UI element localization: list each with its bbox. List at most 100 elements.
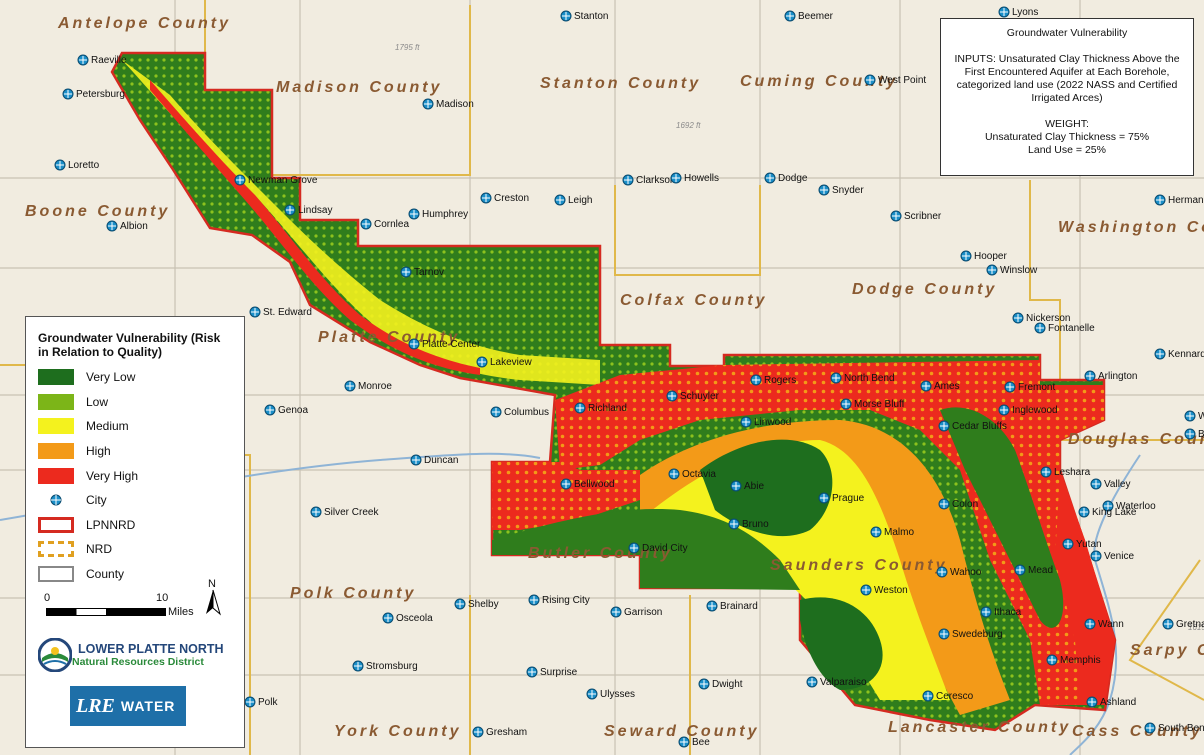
city-marker: Humphrey [408, 208, 468, 220]
city-label: Lyons [1012, 7, 1038, 18]
city-marker: Waterloo [1102, 500, 1156, 512]
city-marker: Monroe [344, 380, 392, 392]
city-label: Rising City [542, 595, 590, 606]
city-label: Ithaca [994, 607, 1022, 618]
city-label: Garrison [624, 607, 662, 618]
city-marker: North Bend [830, 372, 895, 384]
north-label: N [208, 578, 216, 591]
city-marker: Ashland [1086, 696, 1136, 708]
legend-label: NRD [86, 542, 112, 557]
city-label: Hooper [974, 251, 1007, 262]
city-marker: Bruno [728, 518, 769, 530]
county-label: Douglas County [1068, 431, 1204, 448]
city-label: Platte Center [422, 339, 481, 350]
city-marker: Herman [1154, 194, 1204, 206]
city-label: Morse Bluff [854, 399, 905, 410]
city-label: Surprise [540, 667, 578, 678]
city-marker: Morse Bluff [840, 398, 905, 410]
logo-line2: Natural Resources District [72, 655, 204, 668]
vulnerability-zones [122, 60, 1115, 715]
city-label: Polk [258, 697, 278, 708]
city-label: Octavia [682, 469, 716, 480]
legend-label: County [86, 567, 125, 582]
legend-item-very-high: Very High [38, 463, 232, 488]
city-marker: Ceresco [922, 690, 974, 702]
legend-swatch [38, 443, 74, 460]
lpnnrd-logo: LOWER PLATTE NORTH Natural Resources Dis… [38, 638, 232, 673]
city-marker-icon [38, 492, 74, 508]
city-label: Gretna [1176, 619, 1204, 630]
city-marker: Raeville [77, 54, 127, 66]
legend-label: Very Low [86, 370, 136, 385]
city-label: Cedar Bluffs [952, 421, 1007, 432]
city-label: Brainard [720, 601, 758, 612]
map-legend: Groundwater Vulnerability (Risk in Relat… [25, 316, 245, 748]
city-marker: Rogers [750, 374, 796, 386]
city-label: Silver Creek [324, 507, 379, 518]
county-label: Cuming County [740, 73, 898, 90]
city-marker: Bennington [1184, 428, 1204, 440]
city-marker: Venice [1090, 550, 1134, 562]
info-title: Groundwater Vulnerability [1006, 27, 1128, 39]
city-marker: Winslow [986, 264, 1038, 276]
city-label: Valley [1104, 479, 1131, 490]
city-label: Leigh [568, 195, 592, 206]
city-label: Genoa [278, 405, 308, 416]
scale-end: 10 [156, 592, 169, 605]
city-marker: Lyons [998, 6, 1038, 18]
city-label: Venice [1104, 551, 1134, 562]
city-label: Leshara [1054, 467, 1091, 478]
city-marker: Scribner [890, 210, 942, 222]
city-marker: Beemer [784, 10, 834, 22]
county-label: Lancaster County [888, 719, 1071, 736]
city-label: Gresham [486, 727, 527, 738]
city-label: Creston [494, 193, 529, 204]
legend-label: LPNNRD [86, 517, 136, 532]
city-label: West Point [878, 75, 926, 86]
city-marker: Shelby [454, 598, 499, 610]
city-marker: Petersburg [62, 88, 125, 100]
city-marker: Genoa [264, 404, 308, 416]
city-label: Albion [120, 221, 148, 232]
city-label: Weston [874, 585, 908, 596]
legend-item-low: Low [38, 390, 232, 415]
city-label: Malmo [884, 527, 914, 538]
city-marker: Gresham [472, 726, 527, 738]
city-label: Valparaiso [820, 677, 867, 688]
city-marker: Garrison [610, 606, 662, 618]
city-label: Ashland [1100, 697, 1136, 708]
city-label: Stromsburg [366, 661, 418, 672]
city-label: Winslow [1000, 265, 1038, 276]
legend-label: Medium [86, 419, 129, 434]
lre-water-logo: LRE WATER [70, 686, 186, 727]
city-marker: Albion [106, 220, 148, 232]
city-marker: Gretna [1162, 618, 1204, 630]
legend-swatch [38, 467, 74, 484]
county-label: Boone County [25, 203, 170, 220]
city-label: David City [642, 543, 688, 554]
legend-item-nrd: NRD [38, 537, 232, 562]
city-label: Columbus [504, 407, 549, 418]
city-marker: Platte Center [408, 338, 481, 350]
info-weight-land: Land Use = 25% [1028, 144, 1106, 156]
legend-swatch [38, 369, 74, 386]
city-marker: Inglewood [998, 404, 1058, 416]
city-marker: St. Edward [249, 306, 312, 318]
city-label: Cornlea [374, 219, 409, 230]
city-marker: Fremont [1004, 381, 1055, 393]
city-label: Inglewood [1012, 405, 1058, 416]
elevation-notes: 1795 ft 1795 ft 1692 ft 1615 ft [395, 43, 1204, 632]
legend-swatch [38, 516, 74, 533]
city-marker: Octavia [668, 468, 716, 480]
scale-bar: 0 10 Miles N [38, 578, 232, 632]
city-label: Swedeburg [952, 629, 1003, 640]
city-label: Kennard [1168, 349, 1204, 360]
city-marker: Ithaca [980, 606, 1022, 618]
city-marker: Madison [422, 98, 474, 110]
city-label: Lindsay [298, 205, 332, 216]
city-marker: Brainard [706, 600, 758, 612]
city-label: Fontanelle [1048, 323, 1095, 334]
legend-swatch [38, 541, 74, 558]
city-label: Humphrey [422, 209, 468, 220]
